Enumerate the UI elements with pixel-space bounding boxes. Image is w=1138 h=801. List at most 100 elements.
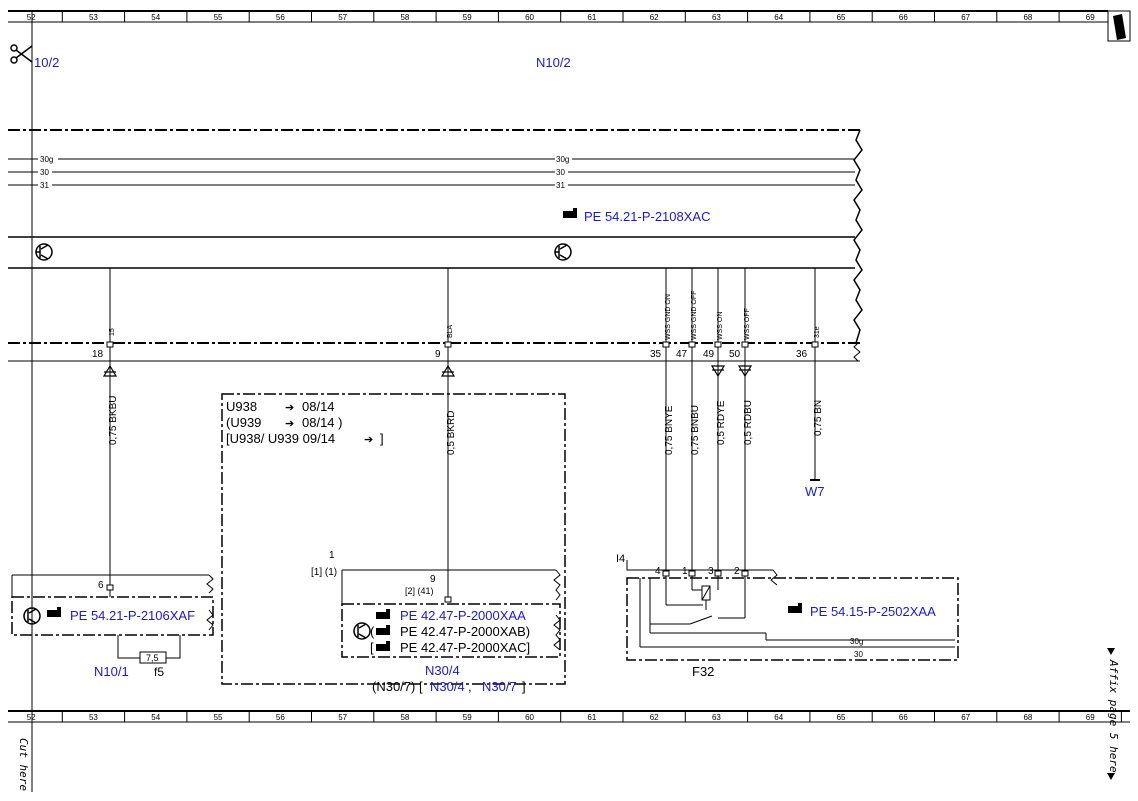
variant-line-3-end: ] (380, 431, 384, 446)
n30-note-a[interactable]: N30/4 (430, 679, 465, 694)
bus-label-31: 31 (40, 181, 49, 190)
wire-bn: 0,75 BN (813, 400, 824, 436)
wss-gnd-on-label: WSS GND ON (665, 294, 672, 340)
wss-off-label: WSS OFF (744, 308, 751, 340)
n10-2-top-label[interactable]: N10/2 (536, 55, 571, 70)
variant-model-2: (U939 (226, 415, 261, 430)
ref-pe-2106xaf-text[interactable]: PE 54.21-P-2106XAF (70, 608, 195, 623)
ruler-column-label: 57 (338, 713, 347, 722)
pin-18: 18 (92, 349, 104, 360)
hand-pointer-icon (376, 641, 390, 651)
pin-15-label: 15 (109, 328, 116, 336)
signal-arrows (102, 364, 753, 378)
wire-bnbu: 0,75 BNBU (690, 405, 701, 455)
ruler-column-label: 62 (650, 13, 659, 22)
w7-label[interactable]: W7 (805, 484, 825, 499)
variant-line-3: [U938/ U939 09/14 (226, 431, 335, 446)
ruler-column-label: 60 (525, 13, 534, 22)
f32-block (626, 560, 959, 661)
ruler-column-label: 53 (89, 713, 98, 722)
cut-here-text: Cut here (17, 738, 30, 791)
i4-label: I4 (616, 553, 625, 565)
f32-bus-30g: 30g (850, 637, 863, 646)
pin-markers (106, 341, 819, 348)
n30-4-block (341, 569, 561, 658)
ruler-column-label: 66 (899, 13, 908, 22)
n30-note-prefix: (N30/7) [ (372, 679, 423, 694)
pin-9: 9 (435, 349, 441, 360)
ruler-column-label: 63 (712, 13, 721, 22)
f32-bus-30: 30 (854, 650, 863, 659)
ruler-column-label: 59 (463, 13, 472, 22)
ref-pe-2000xaa-text[interactable]: PE 42.47-P-2000XAA (400, 608, 526, 623)
n30-note-b[interactable]: N30/7 (482, 679, 517, 694)
ruler-column-label: 56 (276, 13, 285, 22)
transistor-icon (35, 243, 53, 261)
paren-open: ( (370, 624, 375, 639)
ruler-column-label: 54 (151, 713, 160, 722)
variant-box (221, 393, 566, 685)
bus-label-30g-mid: 30g (556, 155, 569, 164)
f32-pin-1: 1 (682, 566, 688, 577)
n30-note-end: ] (522, 679, 526, 694)
ruler-column-label: 69 (1086, 713, 1095, 722)
ruler-column-label: 52 (27, 713, 36, 722)
wire-bkbu: 0,75 BKBU (108, 396, 119, 445)
n30-note-sep: , (468, 679, 472, 694)
wss-gnd-off-label: WSS GND OFF (691, 291, 698, 340)
n30-4-label[interactable]: N30/4 (425, 663, 460, 678)
bus-label-30: 30 (40, 168, 49, 177)
hand-pointer-icon (563, 208, 577, 218)
ruler-column-label: 68 (1023, 13, 1032, 22)
pin-stubs (109, 268, 816, 361)
pin-50: 50 (729, 349, 741, 360)
transistor-icon (353, 622, 371, 640)
ruler-column-label: 67 (961, 13, 970, 22)
variant-date-2: 08/14 ) (302, 415, 342, 430)
ruler-column-label: 56 (276, 713, 285, 722)
ruler-column-label: 62 (650, 713, 659, 722)
f32-pin-4: 4 (655, 566, 661, 577)
wire-bkrd: 0,5 BKRD (446, 411, 457, 455)
ruler-column-label: 64 (774, 713, 783, 722)
affix-arrow-top-icon (1107, 648, 1115, 655)
ruler-column-label: 61 (587, 13, 596, 22)
ref-pe-2000xab-text[interactable]: PE 42.47-P-2000XAB) (400, 624, 530, 639)
ruler-column-label: 52 (27, 13, 36, 22)
n10-2-left-label[interactable]: 10/2 (34, 55, 59, 70)
external-wires (109, 361, 820, 597)
connector-zigzag (853, 342, 861, 362)
ref-pe-2108xac[interactable]: PE 54.21-P-2108XAC (563, 208, 710, 224)
ruler-column-label: 55 (214, 13, 223, 22)
ruler-column-label: 60 (525, 713, 534, 722)
ruler-column-label: 68 (1023, 713, 1032, 722)
ref-pe-2502xaa-text[interactable]: PE 54.15-P-2502XAA (810, 604, 936, 619)
ruler-column-label: 59 (463, 713, 472, 722)
hand-pointer-icon (47, 607, 61, 617)
n10-1-pin-6: 6 (98, 580, 104, 591)
n10-1-label[interactable]: N10/1 (94, 664, 129, 679)
ref-pe-2000xac-text[interactable]: PE 42.47-P-2000XAC] (400, 640, 530, 655)
internal-bus (8, 158, 855, 186)
bus-label-31-mid: 31 (556, 181, 565, 190)
f32-pin-2: 2 (734, 566, 740, 577)
hand-pointer-icon (376, 609, 390, 619)
ruler-column-label: 53 (89, 13, 98, 22)
ruler-column-label: 66 (899, 713, 908, 722)
ruler-column-label: 58 (400, 713, 409, 722)
f32-label[interactable]: F32 (692, 664, 714, 679)
ruler-column-label: 65 (837, 13, 846, 22)
ruler-column-label: 58 (400, 13, 409, 22)
n10-1-block (11, 574, 214, 664)
pin-35: 35 (650, 349, 662, 360)
ref-pe-2108xac-text[interactable]: PE 54.21-P-2108XAC (584, 209, 710, 224)
hand-pointer-icon (788, 603, 802, 613)
ruler-column-label: 65 (837, 713, 846, 722)
arrow-right-icon: ➔ (285, 418, 294, 430)
n30-brackets: [1] (1) (311, 567, 337, 578)
f32-pin-markers (662, 570, 749, 577)
n30-pin-1: 1 (329, 550, 335, 561)
fuse-rating: 7,5 (146, 653, 159, 663)
